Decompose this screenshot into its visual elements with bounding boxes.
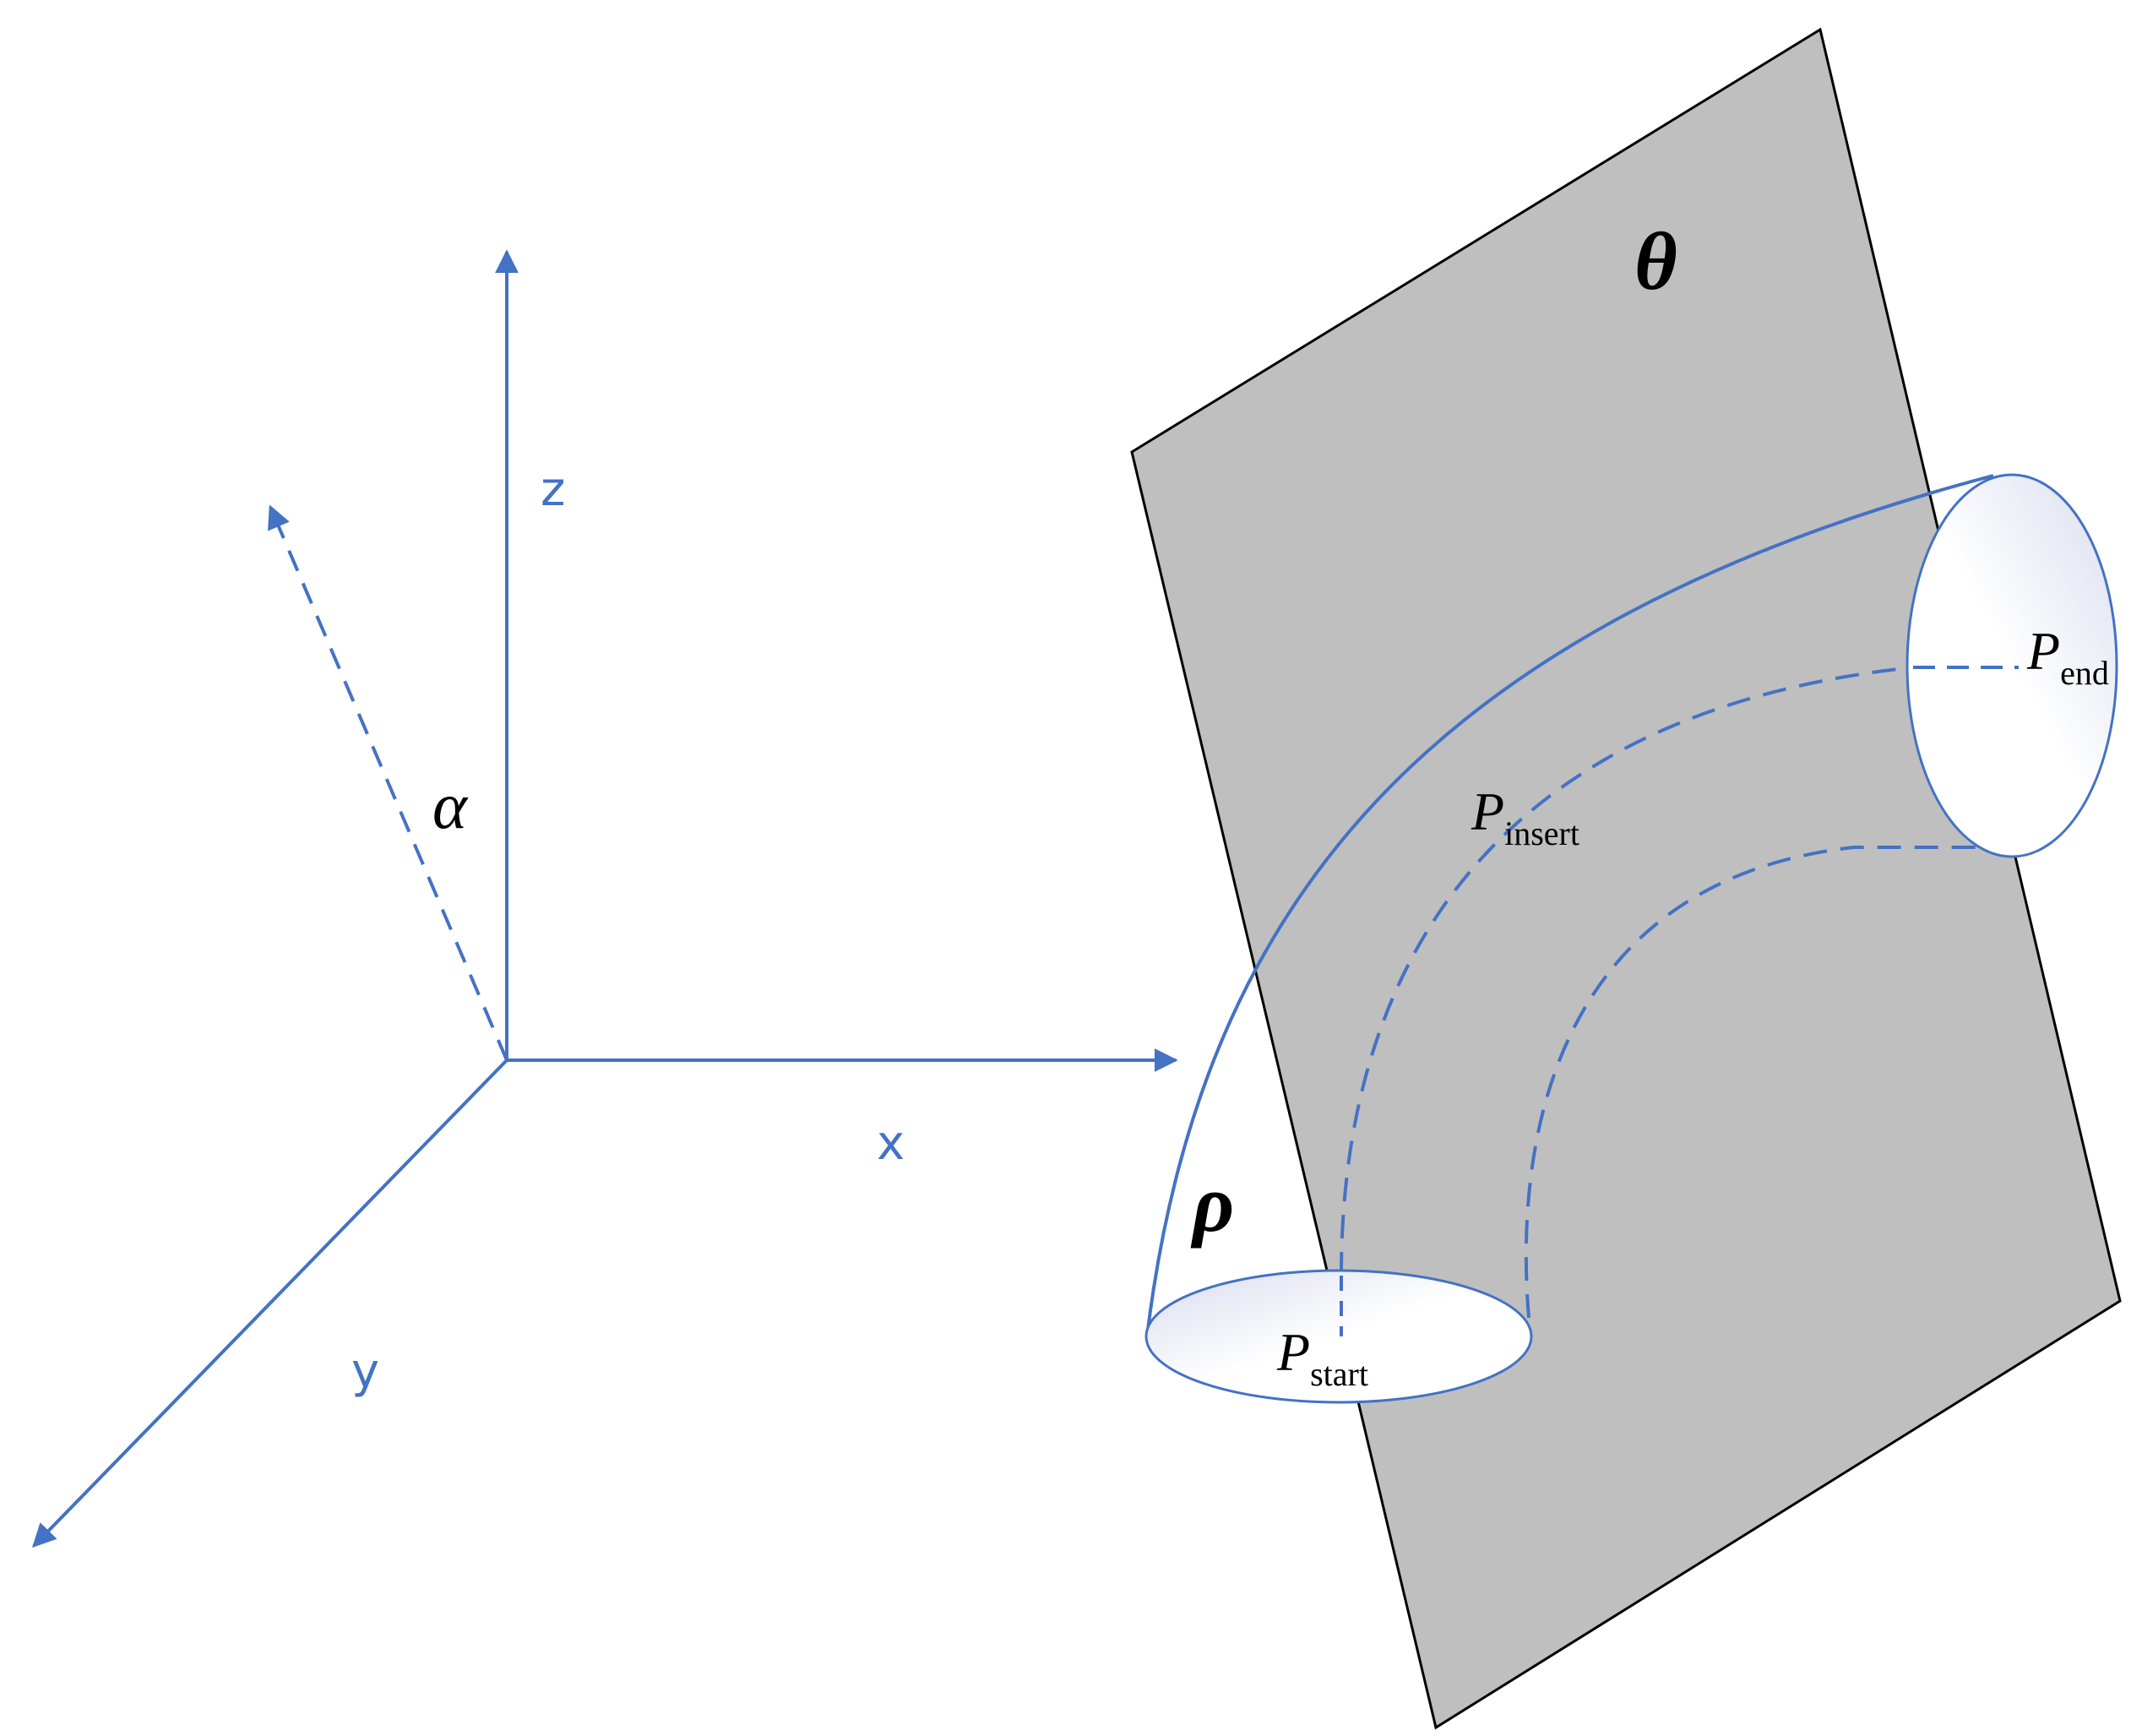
- alpha-label: α: [432, 769, 469, 842]
- p-insert-sub: insert: [1504, 814, 1579, 852]
- z-axis-label: z: [541, 462, 565, 517]
- y-axis-label: y: [351, 1344, 379, 1399]
- p-end-sub: end: [2060, 654, 2109, 692]
- p-start-main: P: [1276, 1322, 1310, 1382]
- p-insert-main: P: [1471, 781, 1504, 841]
- p-end-label: Pend: [2026, 621, 2109, 692]
- rho-label: ρ: [1190, 1158, 1234, 1249]
- p-start-label: Pstart: [1276, 1322, 1368, 1393]
- y-axis: [32, 1058, 508, 1548]
- p-end-main: P: [2026, 621, 2060, 681]
- coordinate-axes: z x y α: [32, 249, 1178, 1548]
- plane-theta: θ: [1130, 27, 2122, 1730]
- x-axis-label: x: [877, 1116, 905, 1171]
- theta-label: θ: [1634, 216, 1677, 307]
- curved-tube: ρ: [1144, 473, 2118, 1404]
- alpha-direction-line: [268, 504, 508, 1061]
- end-disc: [1906, 473, 2118, 858]
- tube-outer-curve: [1145, 474, 1994, 1337]
- tube-inner-curve: [1524, 846, 2012, 1319]
- start-disc: [1144, 1269, 1533, 1404]
- plane-polygon: [1130, 27, 2122, 1730]
- point-labels: Pstart Pinsert Pend: [1276, 621, 2109, 1393]
- p-insert-label: Pinsert: [1471, 781, 1579, 852]
- p-start-sub: start: [1310, 1355, 1368, 1393]
